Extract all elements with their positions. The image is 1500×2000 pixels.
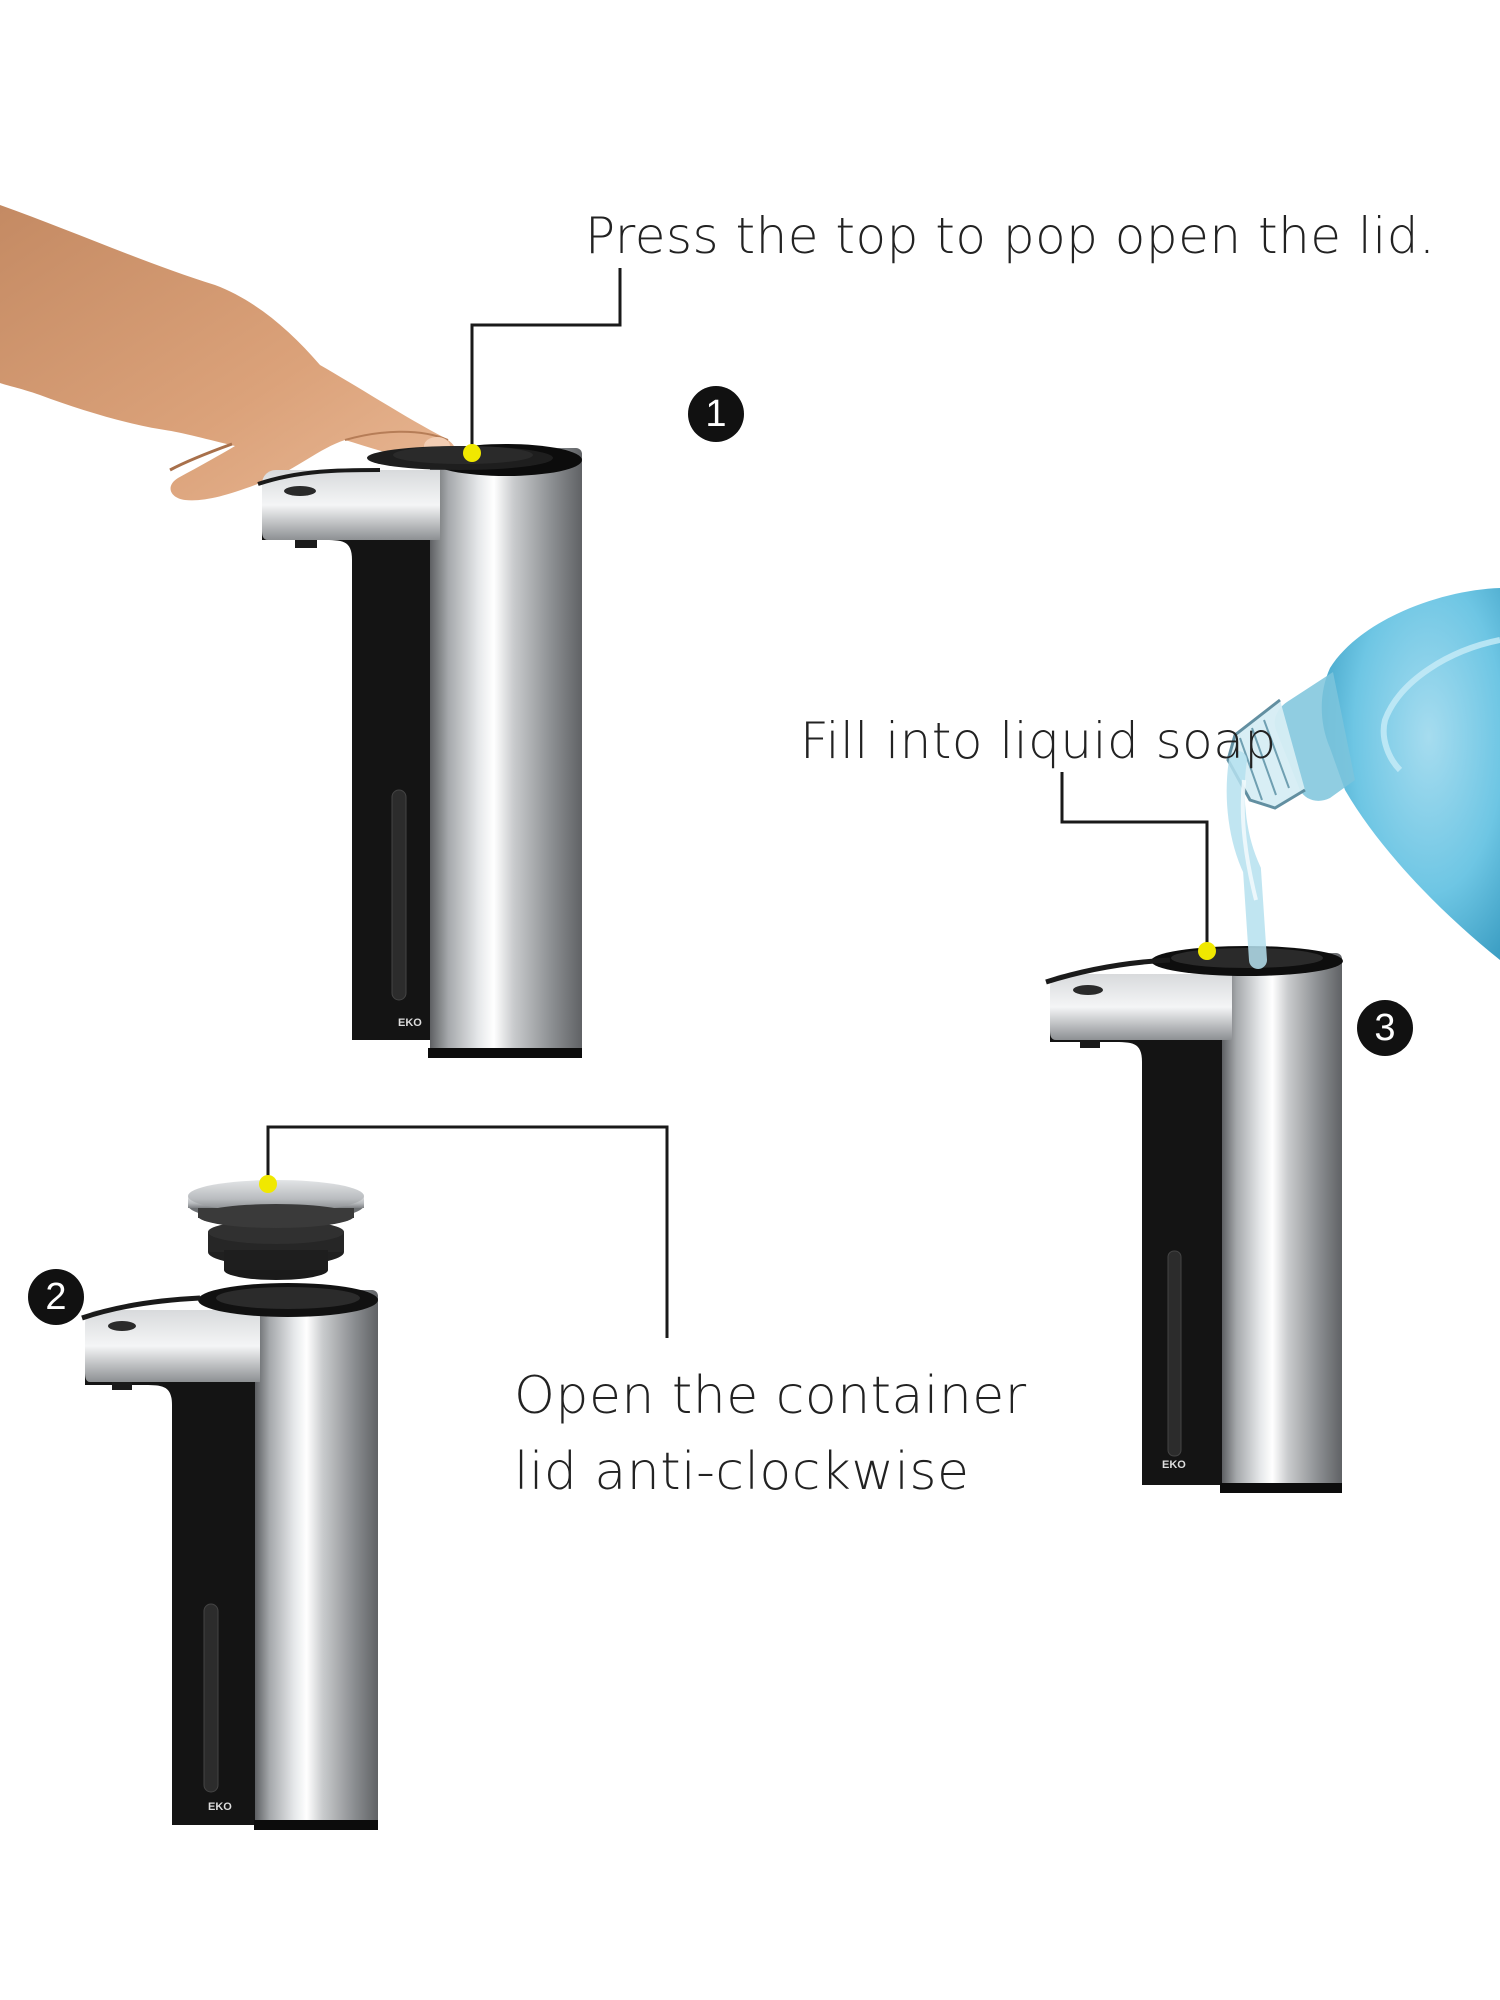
- brand-mark-1: EKO: [398, 1017, 422, 1029]
- step-2-badge: 2: [28, 1269, 84, 1325]
- dispenser-step-3: [1045, 946, 1343, 1493]
- dispenser-step-2: [81, 1180, 378, 1830]
- container-lid: [188, 1180, 364, 1280]
- step-1-caption: Press the top to pop open the lid.: [585, 207, 1436, 265]
- brand-mark-3: EKO: [1162, 1459, 1186, 1471]
- step-3-badge: 3: [1357, 1000, 1413, 1056]
- step-2-caption-line-1: Open the container: [514, 1366, 1027, 1426]
- callout-step-1: [463, 268, 622, 462]
- step-2-caption-line-2: lid anti-clockwise: [514, 1442, 970, 1502]
- callout-step-3: [1060, 772, 1216, 960]
- step-3-caption: Fill into liquid soap: [800, 712, 1277, 770]
- step-1-badge: 1: [688, 386, 744, 442]
- dispenser-step-1: [257, 444, 582, 1058]
- brand-mark-2: EKO: [208, 1801, 232, 1813]
- callout-step-2: [259, 1125, 669, 1338]
- soap-bottle-illustration: [1226, 588, 1500, 969]
